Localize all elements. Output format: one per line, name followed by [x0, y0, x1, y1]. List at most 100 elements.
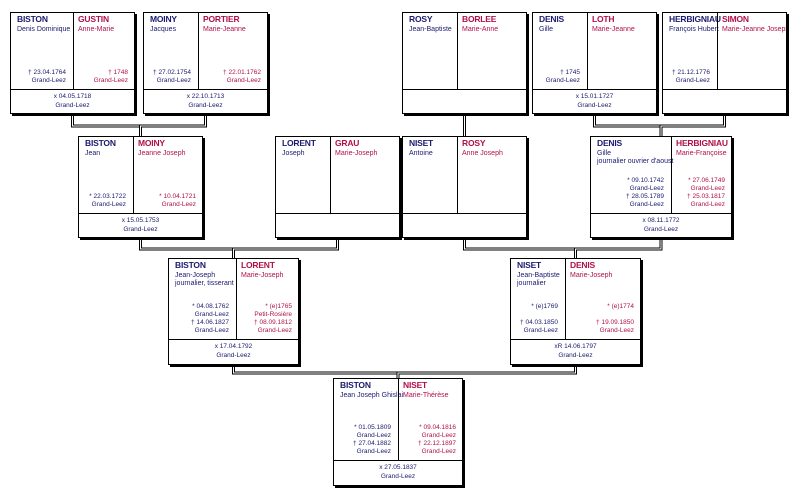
- husband-surname: MOINY: [150, 14, 177, 24]
- event-place: Grand-Leez: [91, 201, 126, 208]
- event-date: * 01.05.1809: [354, 424, 391, 431]
- marriage-date: x 22.10.1713: [186, 93, 225, 100]
- wife-surname: GUSTIN: [78, 14, 109, 24]
- event-place: Grand-Leez: [629, 201, 664, 208]
- husband-surname: BISTON: [17, 14, 48, 24]
- event-place: Grand-Leez: [523, 327, 558, 334]
- husband-given-names: Gille: [539, 26, 554, 33]
- connector-g2-p1: [140, 116, 206, 136]
- husband-surname: LORENT: [282, 138, 316, 148]
- connector-p4-c2: [575, 240, 662, 258]
- wife-surname: HERBIGNIAU: [676, 138, 728, 148]
- event-place: Grand-Leez: [226, 77, 261, 84]
- wife-surname: LORENT: [241, 260, 275, 270]
- wife-surname: PORTIER: [203, 14, 240, 24]
- marriage-info: [403, 89, 526, 92]
- husband-surname: NISET: [409, 138, 434, 148]
- event-date: † 27.04.1882: [353, 440, 391, 447]
- husband-given-names: Joseph: [282, 150, 305, 157]
- marriage-place: Grand-Leez: [380, 473, 416, 480]
- marriage-info: [663, 89, 786, 92]
- connector-g5-p4: [660, 116, 725, 136]
- wife-surname: DENIS: [570, 260, 595, 270]
- husband-occupation: journalier ouvrier d'aoust: [597, 158, 674, 165]
- event-place: Grand-Leez: [599, 327, 634, 334]
- event-date: * 27.06.1749: [688, 177, 725, 184]
- wife-given-names: Marie-Thérèse: [403, 392, 449, 399]
- event-place: Grand-Leez: [690, 201, 725, 208]
- marriage-place: Grand-Leez: [123, 226, 158, 233]
- event-date: * (e)1774: [607, 303, 634, 310]
- wife-given-names: Jeanne Joseph: [138, 150, 186, 157]
- connector-c2-r: [397, 367, 576, 378]
- husband-given-names: Gille: [597, 150, 612, 157]
- marriage-date: xR 14.06.1797: [554, 343, 597, 350]
- wife-column: GRAU Marie-Joseph: [330, 137, 399, 213]
- husband-given-names: Jean Joseph Ghislain: [340, 392, 404, 399]
- husband-column: MOINY Jacques: [144, 13, 204, 89]
- marriage-date: x 15.01.1727: [575, 93, 614, 100]
- marriage-info: [403, 213, 526, 216]
- event-place: Grand-Leez: [156, 77, 191, 84]
- husband-given-names: Jean: [85, 150, 101, 157]
- event-place: Grand-Leez: [690, 185, 725, 192]
- event-place: Grand-Leez: [194, 327, 229, 334]
- couple-box-p2[interactable]: LORENT Joseph GRAU Marie-Joseph: [275, 136, 400, 238]
- husband-given-names: Jean-Baptiste: [409, 26, 452, 33]
- event-date: † 21.12.1776: [672, 69, 710, 76]
- connector-p2-c1: [233, 240, 338, 258]
- event-date: † 14.06.1827: [191, 319, 229, 326]
- husband-given-names: Jacques: [150, 26, 177, 33]
- event-place: Grand-Leez: [194, 311, 229, 318]
- event-date: † 08.09.1812: [254, 319, 292, 326]
- husband-surname: BISTON: [340, 380, 371, 390]
- event-place: Grand-Leez: [356, 448, 391, 455]
- marriage-date: x 04.05.1718: [53, 93, 92, 100]
- wife-given-names: Marie-Joseph: [335, 150, 378, 157]
- wife-surname: GRAU: [335, 138, 360, 148]
- husband-given-names: Jean-Joseph: [175, 272, 216, 279]
- wife-given-names: Marie-Joseph: [570, 272, 613, 279]
- event-place: Grand-Leez: [93, 77, 128, 84]
- wife-given-names: Marie-Anne: [462, 26, 499, 33]
- event-place: Grand-Leez: [257, 327, 292, 334]
- marriage-date: x 15.05.1753: [121, 217, 160, 224]
- husband-given-names: Antoine: [409, 150, 433, 157]
- husband-occupation: journalier: [517, 280, 546, 287]
- connector-p3-c2: [464, 240, 576, 258]
